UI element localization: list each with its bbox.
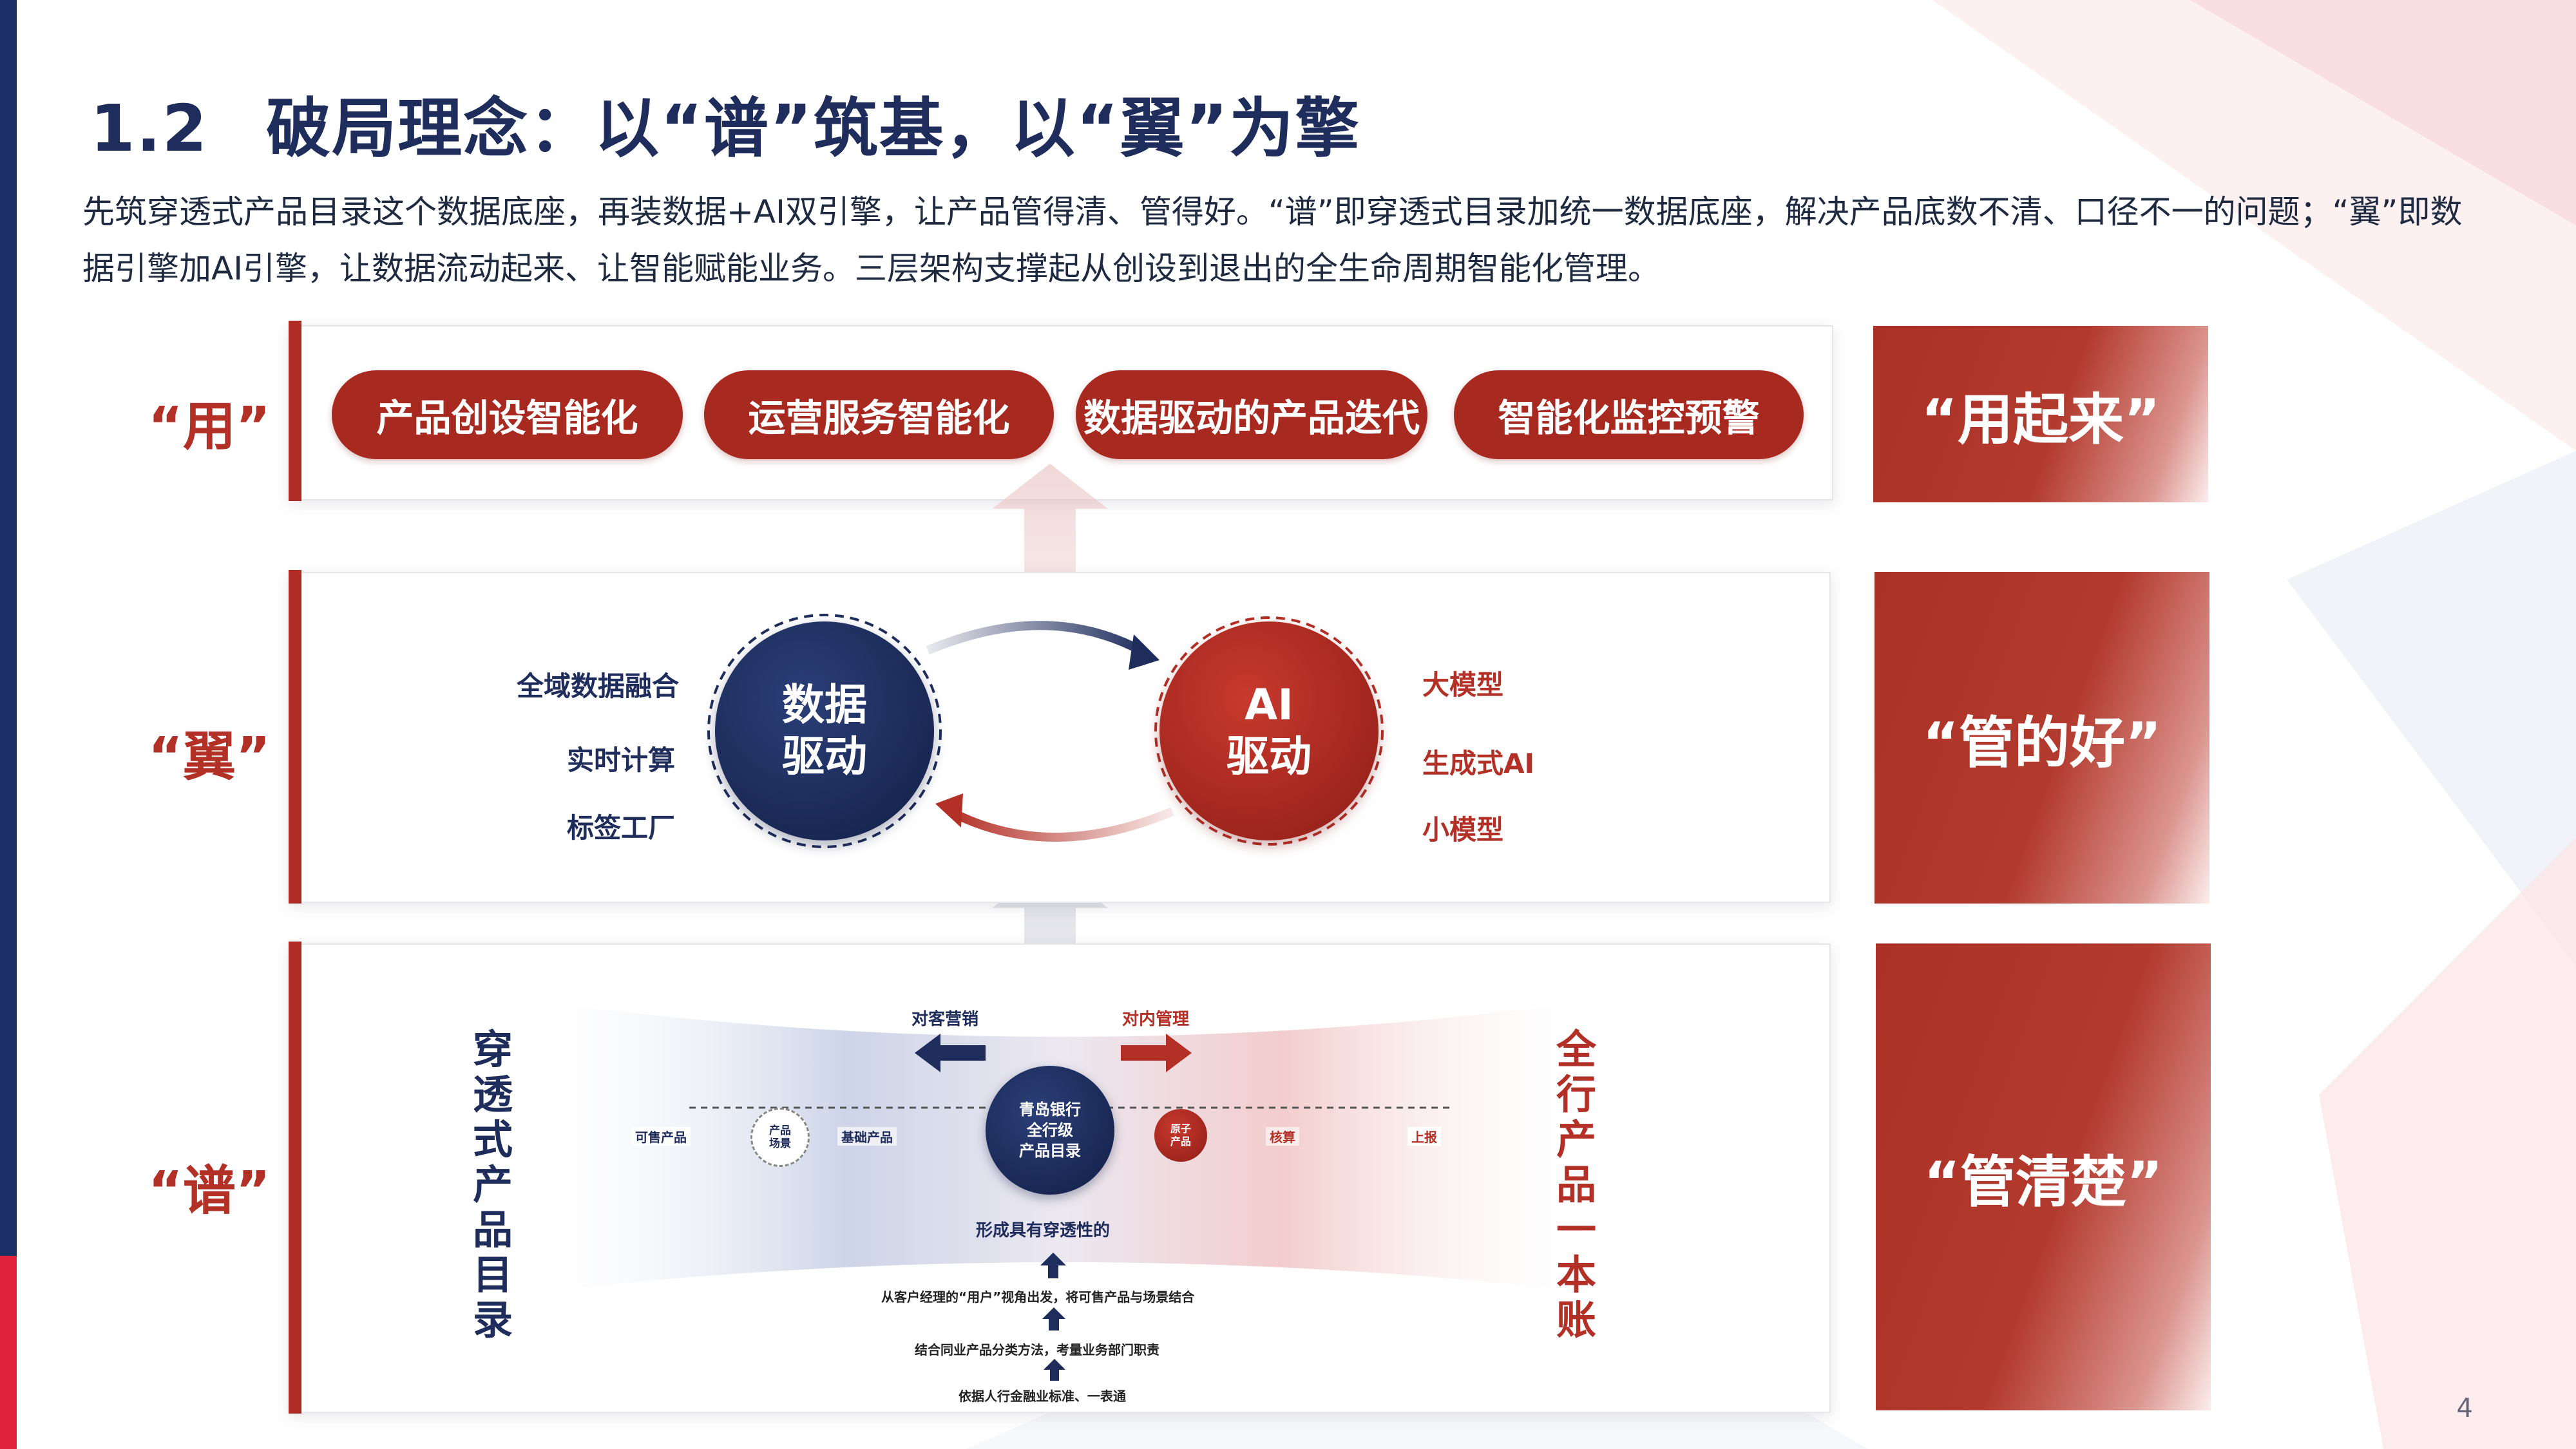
page-number: 4 xyxy=(2456,1394,2473,1423)
step-up-arrow-icon-3 xyxy=(1044,1359,1065,1381)
layer-label-wing: “翼” xyxy=(148,726,271,788)
center-catalog-circle: 青岛银行 全行级 产品目录 xyxy=(986,1066,1114,1195)
pill-product-creation: 产品创设智能化 xyxy=(332,370,683,459)
ai-drive-circle: AI 驱动 xyxy=(1159,621,1379,840)
step-user-view: 从客户经理的“用户”视角出发，将可售产品与场景结合 xyxy=(881,1289,1195,1305)
atom-product-circle: 原子 产品 xyxy=(1154,1109,1207,1162)
step-peer-classification: 结合同业产品分类方法，考量业务部门职责 xyxy=(915,1342,1159,1358)
flow-base-product: 基础产品 xyxy=(837,1127,897,1146)
data-ring xyxy=(707,614,942,848)
pill-data-iteration: 数据驱动的产品迭代 xyxy=(1076,370,1427,459)
scene-circle-line-2: 场景 xyxy=(769,1137,791,1150)
layer-label-use: “用” xyxy=(148,396,271,457)
ai-drive-line-1: AI xyxy=(1245,680,1293,730)
tag-use-up: “用起来” xyxy=(1873,326,2208,502)
page-subtitle: 先筑穿透式产品目录这个数据底座，再装数据+AI双引擎，让产品管得清、管得好。“谱… xyxy=(82,193,2463,287)
flow-accounting: 核算 xyxy=(1266,1127,1299,1146)
use-panel-bar xyxy=(289,321,301,501)
scene-circle: 产品 场景 xyxy=(750,1108,810,1167)
arrow-right-label: 对内管理 xyxy=(1122,1010,1190,1029)
side-accent-red xyxy=(0,1256,17,1449)
data-drive-line-2: 驱动 xyxy=(782,732,867,781)
flow-sellable-product: 可售产品 xyxy=(631,1127,691,1146)
wing-right-item-3: 小模型 xyxy=(1422,814,1504,846)
wing-left-item-1: 全域数据融合 xyxy=(517,670,680,702)
arrow-left-label: 对客营销 xyxy=(911,1010,979,1029)
step-penetrating: 形成具有穿透性的 xyxy=(976,1221,1111,1240)
wing-panel-bar xyxy=(289,570,301,904)
atom-circle-line-1: 原子 xyxy=(1170,1122,1191,1135)
layer-label-spectrum: “谱” xyxy=(148,1160,271,1222)
atom-circle-line-2: 产品 xyxy=(1170,1135,1191,1148)
data-drive-circle: 数据 驱动 xyxy=(715,621,934,840)
ai-drive-line-2: 驱动 xyxy=(1226,732,1312,781)
step-up-arrow-icon-1 xyxy=(1040,1253,1066,1278)
step-standards: 依据人行金融业标准、一表通 xyxy=(959,1388,1126,1404)
center-circle-line-1: 青岛银行 xyxy=(1019,1101,1081,1119)
tag-manage-well: “管的好” xyxy=(1875,572,2209,904)
title-number: 1.2 xyxy=(90,91,209,166)
data-drive-line-1: 数据 xyxy=(782,680,867,730)
vertical-text-ledger: 全行产品一本账 xyxy=(1556,1026,1596,1343)
wing-left-item-3: 标签工厂 xyxy=(567,812,676,844)
step-up-arrow-icon-2 xyxy=(1042,1307,1065,1331)
pill-operation-service: 运营服务智能化 xyxy=(704,370,1054,459)
wing-right-item-2: 生成式AI xyxy=(1422,748,1535,779)
pill-monitoring-alert: 智能化监控预警 xyxy=(1454,370,1804,459)
wing-left-item-2: 实时计算 xyxy=(567,744,676,776)
ai-ring xyxy=(1154,616,1384,846)
flow-report: 上报 xyxy=(1407,1127,1441,1146)
title-text: 破局理念：以“谱”筑基，以“翼”为擎 xyxy=(266,91,1361,166)
tag-manage-clear: “管清楚” xyxy=(1876,943,2211,1410)
vertical-text-catalog: 穿透式产品目录 xyxy=(472,1026,513,1343)
arrow-right-icon xyxy=(1121,1034,1192,1072)
page-title: 1.2 破局理念：以“谱”筑基，以“翼”为擎 xyxy=(90,76,1360,169)
center-circle-line-3: 产品目录 xyxy=(1019,1142,1081,1160)
center-circle-line-2: 全行级 xyxy=(1027,1121,1073,1139)
wing-right-item-1: 大模型 xyxy=(1422,669,1504,701)
side-accent-navy xyxy=(0,0,17,1256)
scene-circle-line-1: 产品 xyxy=(769,1124,791,1137)
spectrum-panel-bar xyxy=(289,942,301,1414)
arrow-left-icon xyxy=(915,1034,986,1072)
cycle-arrows xyxy=(926,621,1174,842)
